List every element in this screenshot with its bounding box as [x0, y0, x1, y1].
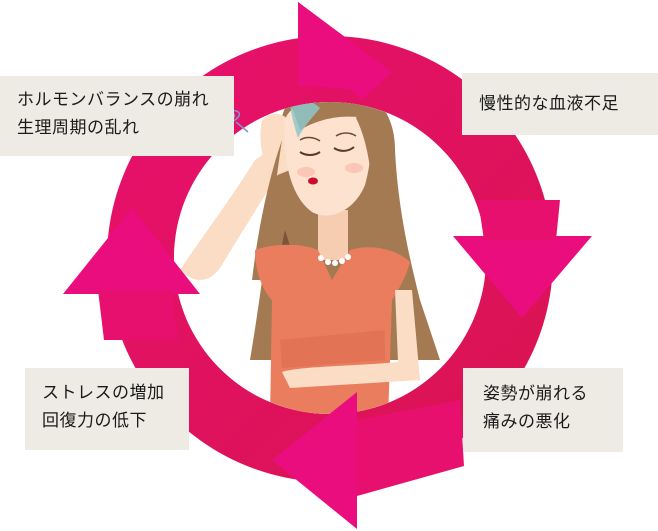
node-text-line: 慢性的な血液不足: [479, 94, 619, 114]
node-stress-recovery: ストレスの増加 回復力の低下: [25, 368, 189, 450]
arrow-up-icon: [63, 208, 200, 340]
arrow-left-icon: [272, 392, 464, 529]
node-posture-pain: 姿勢が崩れる 痛みの悪化: [463, 368, 623, 452]
arrow-right-icon: [298, 2, 392, 100]
node-text-line: 姿勢が崩れる: [483, 384, 588, 404]
node-text-line: ストレスの増加: [42, 383, 165, 403]
node-text-line: 生理周期の乱れ: [17, 118, 140, 138]
node-hormone-balance: ホルモンバランスの崩れ 生理周期の乱れ: [0, 76, 234, 156]
node-text-line: 回復力の低下: [42, 411, 147, 431]
node-text-line: 痛みの悪化: [483, 412, 571, 432]
node-chronic-blood-deficiency: 慢性的な血液不足: [462, 73, 658, 135]
arrow-down-icon: [453, 200, 592, 318]
node-text-line: ホルモンバランスの崩れ: [17, 90, 210, 110]
